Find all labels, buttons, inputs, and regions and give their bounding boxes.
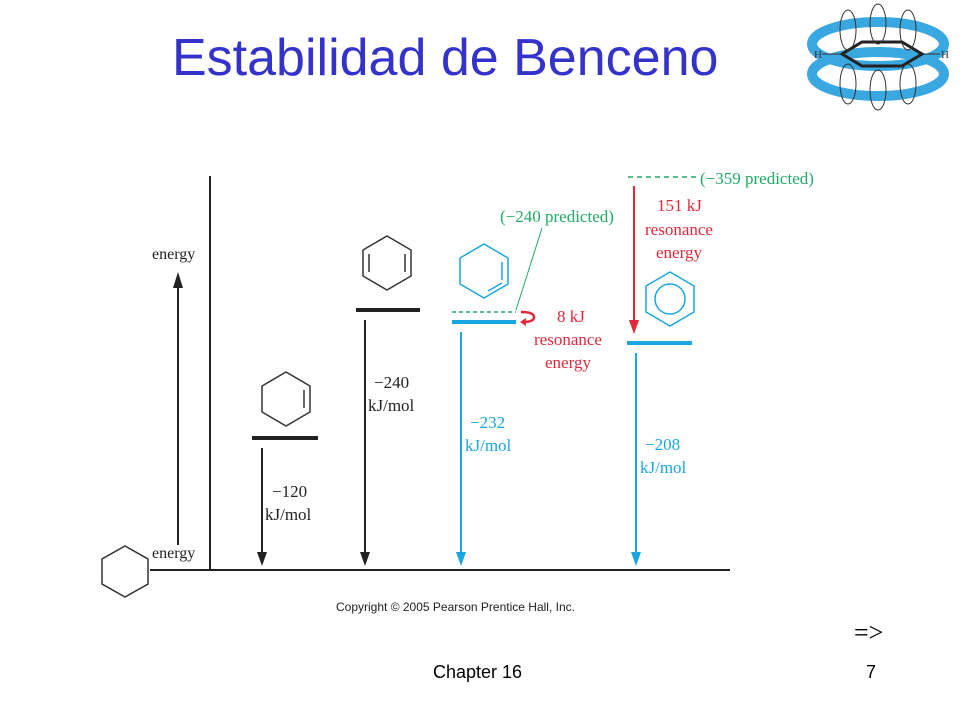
svg-text:H: H: [814, 49, 822, 61]
predicted-leader-line: [515, 227, 543, 311]
cyclohexadiene-predicted: (−240 predicted): [500, 207, 614, 226]
cyclohexene-unit: kJ/mol: [265, 505, 312, 524]
resonance-8kj-line2: resonance: [534, 330, 602, 349]
resonance-151kj-line3: energy: [656, 243, 702, 262]
benzene-structure: [645, 271, 695, 327]
cyclohexadiene-nonconjugated-unit: kJ/mol: [368, 396, 415, 415]
cyclohexene-structure: [261, 371, 311, 427]
cyclohexadiene-conjugated-value: −232: [470, 413, 505, 432]
cyclohexadiene-conjugated-unit: kJ/mol: [465, 436, 512, 455]
resonance-151kj-line2: resonance: [645, 220, 713, 239]
footer-chapter: Chapter 16: [433, 662, 523, 682]
next-slide-link[interactable]: =>: [854, 618, 884, 647]
cyclohexane-structure: [101, 545, 149, 598]
resonance-small-arrow: [520, 310, 536, 324]
cyclohexene-value: −120: [272, 482, 307, 501]
cyclohexadiene-nonconjugated-structure: [362, 235, 412, 291]
benzene-orbital-icon: H H: [807, 3, 949, 111]
resonance-8kj-line3: energy: [545, 353, 591, 372]
copyright-notice: Copyright © 2005 Pearson Prentice Hall, …: [336, 600, 575, 614]
benzene-value: −208: [645, 435, 680, 454]
benzene-predicted: (−359 predicted): [700, 169, 814, 188]
footer-page-number: 7: [866, 662, 877, 682]
svg-text:H: H: [941, 49, 949, 61]
benzene-unit: kJ/mol: [640, 458, 687, 477]
cyclohexadiene-conjugated-structure: [459, 243, 509, 299]
resonance-8kj-line1: 8 kJ: [557, 307, 585, 326]
resonance-151kj-line1: 151 kJ: [657, 196, 702, 215]
cyclohexadiene-nonconjugated-value: −240: [374, 373, 409, 392]
energy-label-top: energy: [152, 246, 195, 263]
energy-label-bottom: energy: [152, 545, 195, 562]
slide-title: Estabilidad de Benceno: [172, 29, 719, 87]
